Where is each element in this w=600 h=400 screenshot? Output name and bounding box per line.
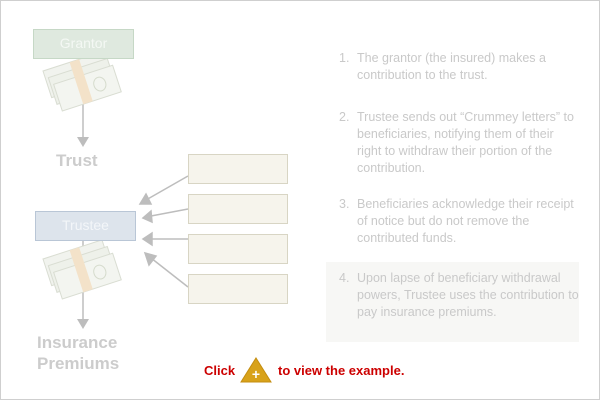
plus-triangle-icon[interactable]: + — [239, 355, 273, 385]
step-text: Beneficiaries acknowledge their receipt … — [357, 197, 574, 245]
grantor-label: Grantor — [59, 35, 108, 51]
step-number: 2. — [339, 110, 350, 124]
grantor-arrow-head — [77, 137, 89, 147]
cta-prefix-text: Click — [204, 363, 236, 378]
grantor-box: Grantor — [33, 29, 134, 59]
step-item-active: 4. Upon lapse of beneficiary withdrawal … — [326, 262, 579, 342]
beneficiary-box — [188, 274, 288, 304]
beneficiary-box — [188, 234, 288, 264]
plus-symbol: + — [252, 366, 260, 382]
step-text: The grantor (the insured) makes a contri… — [357, 51, 546, 82]
step-number: 3. — [339, 197, 350, 211]
money-stack-icon — [42, 239, 122, 300]
beneficiary-box — [188, 154, 288, 184]
premiums-label-line1: Insurance — [37, 333, 118, 352]
cta-suffix-text: to view the example. — [278, 363, 405, 378]
premiums-label-line2: Premiums — [37, 354, 120, 373]
step-text: Upon lapse of beneficiary withdrawal pow… — [357, 271, 579, 319]
step-item: 2. Trustee sends out “Crummey letters” t… — [326, 109, 579, 177]
trustee-box: Trustee — [35, 211, 136, 241]
step-number: 4. — [339, 271, 350, 285]
beneficiary-box — [188, 194, 288, 224]
trustee-arrow-head — [77, 319, 89, 329]
trustee-label: Trustee — [62, 217, 109, 233]
trust-label: Trust — [56, 151, 98, 170]
step-number: 1. — [339, 51, 350, 65]
beneficiary-arrows — [138, 175, 189, 288]
view-example-button[interactable]: + — [239, 355, 273, 385]
step-text: Trustee sends out “Crummey letters” to b… — [357, 110, 574, 175]
insurance-premiums-label: Insurance Premiums — [37, 332, 147, 374]
step-item: 1. The grantor (the insured) makes a con… — [326, 50, 579, 84]
money-stack-icon — [42, 51, 122, 112]
step-item: 3. Beneficiaries acknowledge their recei… — [326, 196, 579, 247]
